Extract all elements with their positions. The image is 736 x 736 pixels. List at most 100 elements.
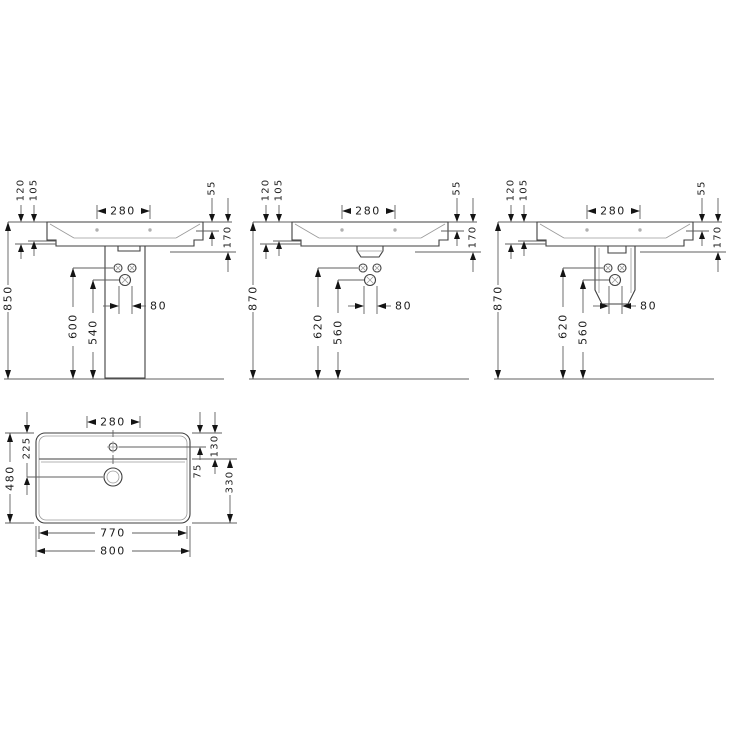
dim-basin-height: 170 xyxy=(170,198,236,272)
arrow-up-icon xyxy=(560,268,566,277)
dim-upper-fix-height: 600 xyxy=(67,267,113,379)
fixing-holes xyxy=(113,263,137,287)
arrow-up-icon xyxy=(227,459,233,468)
fixing-hole-small-left xyxy=(358,263,368,273)
dim-offset-top: 120 xyxy=(15,179,56,259)
dim-tap-spacing: 280 xyxy=(341,205,396,219)
hole-cross xyxy=(365,275,375,285)
dim-tap-spacing: 280 xyxy=(586,205,641,219)
arrow-down-icon xyxy=(225,214,231,222)
arrow-down-icon xyxy=(227,514,233,523)
basin-outline xyxy=(536,221,694,247)
dim-label: 850 xyxy=(2,285,15,311)
siphon-cover-notch xyxy=(607,246,627,254)
dim-label: 170 xyxy=(468,226,479,249)
dim-label: 560 xyxy=(577,319,590,345)
dim-label: 600 xyxy=(67,313,80,339)
hole-cross xyxy=(618,264,626,272)
hole-cross xyxy=(114,264,122,272)
arrow-up-icon xyxy=(470,252,476,260)
drain-inner-circle xyxy=(106,470,120,484)
front-view-siphon-cover: 870 120 105 280 xyxy=(492,179,726,380)
basin-body xyxy=(536,221,694,247)
drain-hole-large xyxy=(608,273,622,287)
dim-label: 620 xyxy=(312,313,325,339)
dim-tap-spacing: 280 xyxy=(86,416,141,429)
arrow-left-icon xyxy=(587,208,596,214)
dim-overall-height: 850 xyxy=(2,222,15,379)
deck-mark-right xyxy=(148,228,152,232)
dim-drain-spacing: 80 xyxy=(593,286,656,314)
drain-hole-large xyxy=(118,273,132,287)
dim-rim-drop: 55 xyxy=(196,180,219,246)
arrow-up-icon xyxy=(699,231,705,239)
arrow-down-icon xyxy=(335,370,341,379)
arrow-right-icon xyxy=(110,303,119,309)
fixing-hole-small-left xyxy=(113,263,123,273)
dim-drain-spacing: 80 xyxy=(348,286,411,314)
fixing-hole-small-right xyxy=(372,263,382,273)
dim-upper-fix-height: 620 xyxy=(312,267,358,379)
arrow-down-icon xyxy=(521,214,527,222)
arrow-down-icon xyxy=(31,214,37,222)
arrow-up-icon xyxy=(580,280,586,289)
dim-drain-spacing: 80 xyxy=(103,286,167,314)
dim-label: 170 xyxy=(713,226,724,249)
dim-label: 120 xyxy=(261,179,272,202)
dim-offset-mid: 105 xyxy=(518,179,546,256)
arrow-down-icon xyxy=(70,370,76,379)
dim-label: 80 xyxy=(150,300,167,313)
dim-label: 120 xyxy=(506,179,517,202)
arrow-up-icon xyxy=(495,222,501,231)
dim-label: 225 xyxy=(22,437,33,460)
dim-label: 75 xyxy=(193,463,204,478)
arrow-down-icon xyxy=(315,370,321,379)
arrow-down-icon xyxy=(18,214,24,222)
basin-outline xyxy=(46,221,204,247)
dim-offset-top: 120 xyxy=(505,179,546,259)
siphon-cover-body xyxy=(594,246,636,305)
arrow-down-icon xyxy=(5,370,11,379)
arrow-up-icon xyxy=(7,433,13,442)
arrow-up-icon xyxy=(508,244,514,252)
dim-label: 280 xyxy=(600,205,626,218)
dim-rim-drop: 55 xyxy=(441,180,464,246)
arrow-left-icon xyxy=(377,303,386,309)
dim-label: 55 xyxy=(697,180,708,195)
arrow-down-icon xyxy=(715,214,721,222)
arrow-down-icon xyxy=(212,425,218,433)
arrow-down-icon xyxy=(699,214,705,222)
arrow-up-icon xyxy=(335,280,341,289)
arrow-right-icon xyxy=(355,303,364,309)
arrow-down-icon xyxy=(495,370,501,379)
arrow-down-icon xyxy=(580,370,586,379)
basin-inner-left xyxy=(294,223,320,239)
dim-label: 105 xyxy=(274,179,285,202)
arrow-left-icon xyxy=(132,303,141,309)
arrow-right-icon xyxy=(386,208,395,214)
dim-label: 280 xyxy=(110,205,136,218)
arrow-up-icon xyxy=(225,252,231,260)
basin-plan-outline xyxy=(35,430,191,524)
dim-lower-fix-height: 540 xyxy=(87,279,119,379)
dim-rim-drop: 55 xyxy=(686,180,709,246)
deck-mark-left xyxy=(95,228,99,232)
arrow-up-icon xyxy=(263,244,269,252)
arrow-right-icon xyxy=(141,208,150,214)
fixing-hole-small-right xyxy=(617,263,627,273)
arrow-down-icon xyxy=(508,214,514,222)
fixing-holes xyxy=(358,263,382,287)
dim-deck-depth: 130 xyxy=(192,412,222,474)
arrow-up-icon xyxy=(250,222,256,231)
drain-boss xyxy=(356,246,384,258)
dim-tap-spacing: 280 xyxy=(96,205,151,219)
dim-label: 870 xyxy=(247,285,260,311)
arrow-up-icon xyxy=(209,231,215,239)
dim-label: 105 xyxy=(29,179,40,202)
dim-edge-to-drain: 225 xyxy=(22,412,103,495)
dim-overall-width: 800 xyxy=(35,526,191,558)
arrow-down-icon xyxy=(197,425,203,433)
arrow-left-icon xyxy=(622,303,631,309)
arrow-up-icon xyxy=(18,244,24,252)
